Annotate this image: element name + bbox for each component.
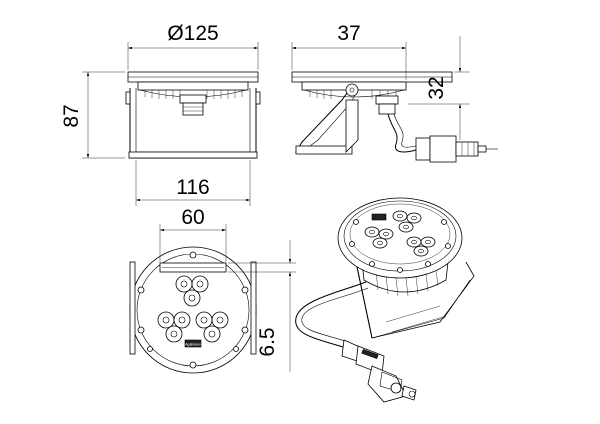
led-cluster-left: [157, 311, 191, 343]
iso-led-cluster-right: [406, 236, 436, 257]
led-cluster-right: [195, 311, 229, 343]
dim-depth-label: 37: [337, 22, 360, 45]
isometric-view: [295, 197, 475, 403]
dim-diameter-label: Ø125: [167, 22, 218, 45]
dim-depth: 37: [291, 22, 407, 80]
iso-led-cluster-top: [392, 210, 422, 233]
bottom-view: Agabekov: [129, 246, 257, 374]
dim-mount-spacing: 60: [159, 206, 227, 262]
logo-badge: [184, 339, 202, 348]
dim-offset-label: 6.5: [256, 327, 279, 356]
dim-height-label: 87: [60, 104, 83, 127]
side-view: [291, 71, 498, 163]
iso-led-cluster-left: [364, 226, 394, 249]
dim-bracket-width: 116: [135, 160, 251, 206]
logo-text: Agabekov: [185, 343, 201, 347]
dim-diameter: Ø125: [127, 22, 259, 70]
dim-offset: 6.5: [228, 240, 296, 372]
dim-bracket-width-label: 116: [176, 176, 209, 199]
dim-plate-label: 32: [425, 76, 448, 99]
dim-mount-spacing-label: 60: [181, 206, 204, 229]
led-cluster-top: [175, 275, 209, 307]
dim-plate: 32: [408, 36, 470, 140]
dim-height: 87: [60, 71, 125, 159]
front-view: [125, 71, 261, 159]
